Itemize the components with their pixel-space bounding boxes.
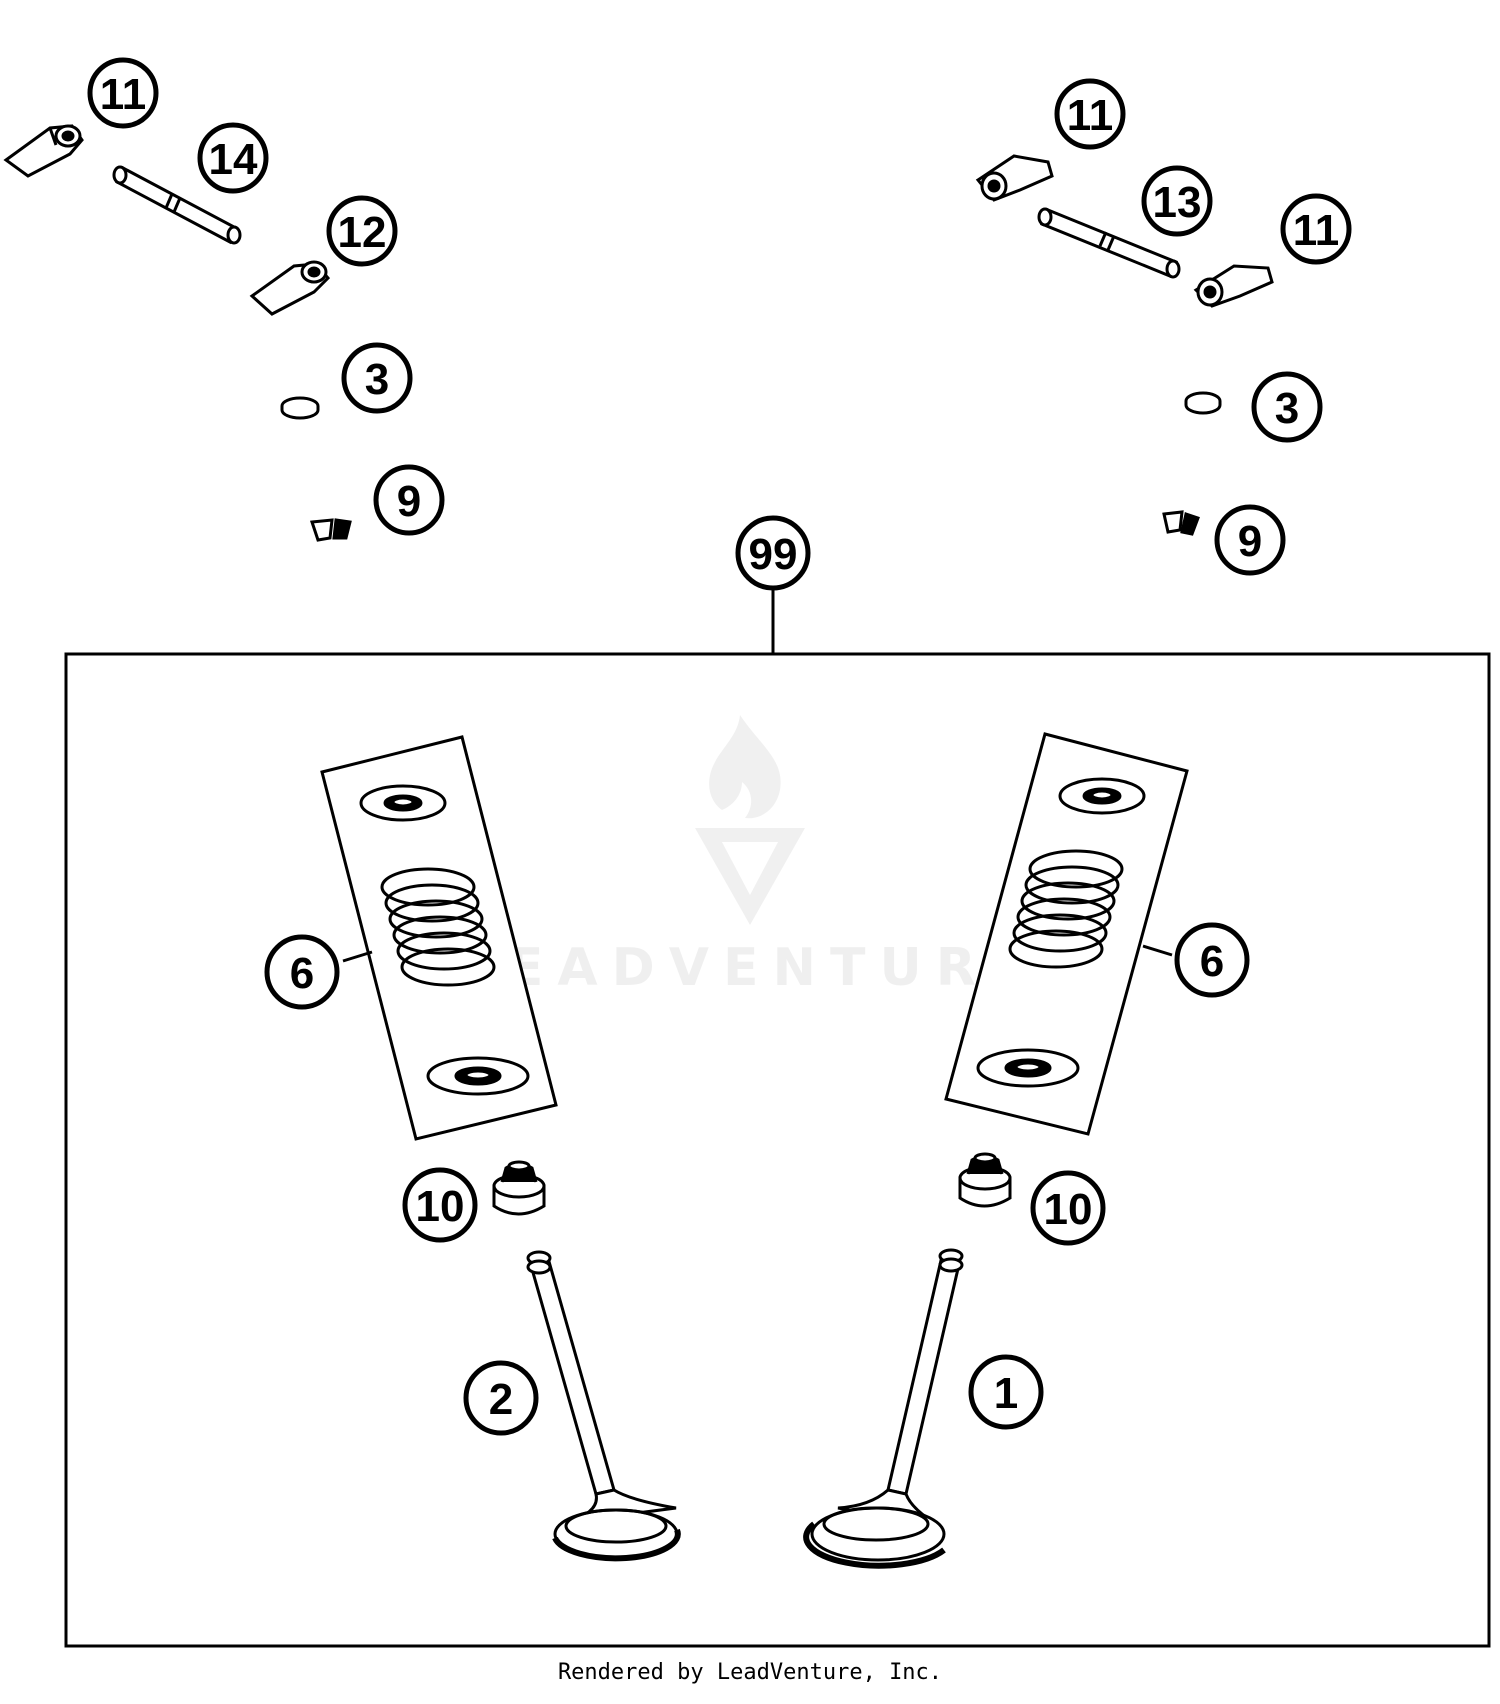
rocker-shaft-13 [1037,207,1181,279]
svg-text:6: 6 [290,949,314,998]
callout-right-11-bottom[interactable]: 11 [1280,193,1352,265]
svg-text:1: 1 [994,1369,1018,1418]
callout-left-6[interactable]: 6 [264,934,340,1010]
callout-right-11-top[interactable]: 11 [1054,78,1126,150]
svg-text:6: 6 [1200,937,1224,986]
callout-left-10[interactable]: 10 [402,1167,478,1243]
svg-text:11: 11 [100,70,147,119]
svg-text:10: 10 [416,1182,465,1231]
svg-text:99: 99 [749,530,798,579]
callout-right-9[interactable]: 9 [1214,504,1286,576]
callout-valve-1[interactable]: 1 [968,1354,1044,1430]
shim-right-3 [1184,391,1222,415]
callout-left-12[interactable]: 12 [326,195,398,267]
callout-right-3[interactable]: 3 [1251,371,1323,443]
svg-text:3: 3 [365,355,389,404]
svg-text:13: 13 [1153,178,1202,227]
assembly-frame [64,590,1491,1648]
svg-text:11: 11 [1067,91,1114,140]
callout-left-9[interactable]: 9 [373,464,445,536]
svg-text:3: 3 [1275,384,1299,433]
callout-right-13[interactable]: 13 [1141,165,1213,237]
svg-text:11: 11 [1293,206,1340,255]
v-logo-icon [695,828,805,925]
svg-text:2: 2 [489,1375,513,1424]
watermark-text: LEADVENTURE [461,938,1040,998]
callout-right-6[interactable]: 6 [1174,922,1250,998]
watermark: LEADVENTURE [461,715,1040,998]
callout-left-11[interactable]: 11 [87,57,159,129]
callout-right-10[interactable]: 10 [1030,1170,1106,1246]
callout-valve-2[interactable]: 2 [463,1360,539,1436]
svg-text:14: 14 [209,135,258,184]
shim-left-3 [280,396,320,420]
callout-left-3[interactable]: 3 [341,342,413,414]
valve-keeper-left-9 [309,518,352,542]
spring-kit-right-6 [944,732,1189,1136]
svg-text:9: 9 [397,477,421,526]
rocker-arm-right-11-bottom [1193,264,1274,308]
svg-text:10: 10 [1044,1185,1093,1234]
exhaust-valve-2 [526,1250,681,1562]
intake-valve-1 [803,1248,964,1569]
callout-assembly-99[interactable]: 99 [735,515,811,591]
valve-keeper-right-9 [1162,510,1200,536]
footer-credit: Rendered by LeadVenture, Inc. [557,1660,943,1685]
flame-icon [709,715,781,819]
spring-kit-left-6 [320,735,558,1141]
rocker-arm-left-12 [249,260,331,316]
rocker-arm-right-11-top [975,154,1054,202]
callout-left-14[interactable]: 14 [197,122,269,194]
rocker-arm-left-11 [3,124,84,178]
valve-seal-right-10 [958,1152,1012,1208]
svg-text:9: 9 [1238,517,1262,566]
valve-seal-left-10 [492,1160,546,1216]
rocker-shaft-14 [112,165,242,245]
svg-text:12: 12 [338,208,387,257]
